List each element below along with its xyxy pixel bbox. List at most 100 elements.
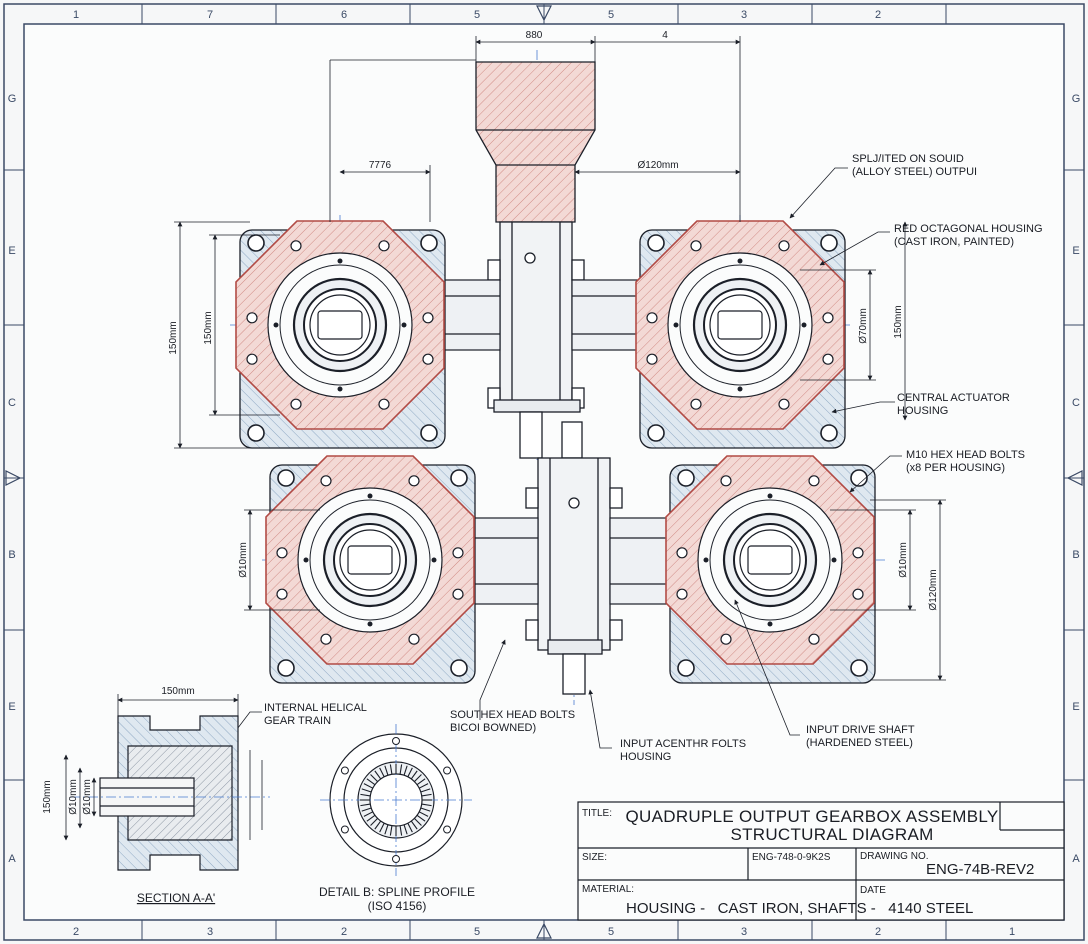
flange-ring: [679, 264, 801, 386]
spline-tooth: [374, 820, 382, 830]
flange-hole: [340, 766, 349, 775]
zone-right-1: G: [1072, 93, 1081, 105]
base-bolt: [647, 234, 665, 252]
zone-left-5: E: [8, 701, 15, 713]
gearbox-unit-top-left: [235, 220, 446, 449]
date-label: DATE: [860, 885, 886, 896]
gearbox-unit-bottom-left: [265, 455, 476, 684]
zone-top-4: 5: [474, 9, 480, 21]
dim-lower-right-dia: Ø10mm: [898, 542, 909, 578]
base-bolt: [277, 469, 295, 487]
keyway: [347, 545, 393, 575]
housing-bolt: [822, 353, 834, 365]
keyway: [717, 310, 763, 340]
base-bolt: [820, 424, 838, 442]
zone-bottom-2: 3: [207, 926, 213, 938]
housing-bolt: [378, 240, 390, 252]
dimension-lines: [174, 36, 946, 681]
title-block: [577, 801, 1065, 921]
callout-input-shaft-2: (HARDENED STEEL): [806, 737, 913, 749]
spline-tooth: [413, 774, 422, 783]
spline-tooth: [403, 824, 408, 835]
zone-top-6: 3: [741, 9, 747, 21]
zone-left-4: B: [8, 549, 15, 561]
flange-dot: [337, 258, 343, 264]
section-h3-dim: Ø10mm: [82, 779, 93, 815]
flange-ring: [309, 499, 431, 621]
flange-dot: [737, 386, 743, 392]
spline-tooth: [366, 778, 376, 786]
spline-tooth: [374, 770, 382, 780]
drawing-title-line2: STRUCTURAL DIAGRAM: [730, 825, 933, 844]
dim-left-inner: 150mm: [203, 311, 214, 344]
zone-right-5: E: [1072, 701, 1079, 713]
keyway: [747, 545, 793, 575]
callout-housing-2: (CAST IRON, PAINTED): [894, 236, 1014, 248]
zone-left-3: C: [8, 397, 16, 409]
material-label: MATERIAL:: [582, 884, 634, 895]
housing-bolt: [852, 547, 864, 559]
spline-tooth: [366, 814, 376, 822]
housing-bolt: [676, 547, 688, 559]
flange-dot: [431, 557, 437, 563]
gearbox-units: [235, 220, 876, 684]
spline-tooth: [361, 788, 372, 793]
spline-tooth: [384, 765, 389, 776]
spline-tooth: [363, 811, 374, 817]
spline-tooth: [416, 814, 426, 822]
callout-head-bolts-1: SOUTHEX HEAD BOLTS: [450, 709, 575, 721]
zone-top-7: 2: [875, 9, 881, 21]
housing-bolt: [378, 398, 390, 410]
housing-bolt: [808, 633, 820, 645]
housing-bolt: [290, 240, 302, 252]
callout-head-bolts-2: BICOI BOWNED): [450, 722, 536, 734]
housing-bolt: [676, 588, 688, 600]
title-block-texts: TITLE: QUADRUPLE OUTPUT GEARBOX ASSEMBLY…: [582, 807, 1034, 917]
zone-right-4: B: [1072, 549, 1079, 561]
housing-bolt: [690, 398, 702, 410]
spline-tooth: [399, 764, 403, 775]
spline-tooth: [370, 817, 379, 826]
spline-tooth: [403, 765, 408, 776]
callout-actuator-1: CENTRAL ACTUATOR: [897, 392, 1010, 404]
housing-bolt: [852, 588, 864, 600]
dim-right-upper-dia: Ø70mm: [858, 308, 869, 344]
spline-tooth: [379, 822, 385, 833]
flange-dot: [367, 621, 373, 627]
spline-tooth: [418, 811, 429, 817]
flange-dot: [831, 557, 837, 563]
spline-tooth: [421, 793, 432, 797]
zone-bottom-5: 5: [608, 926, 614, 938]
base-bolt: [450, 659, 468, 677]
central-actuator-housing: [525, 457, 623, 695]
material-value: HOUSING - CAST IRON, SHAFTS - 4140 STEEL: [626, 900, 973, 917]
housing-bolt: [646, 312, 658, 324]
flange-dot: [367, 493, 373, 499]
zone-top-5: 5: [608, 9, 614, 21]
drawing-title-line1: QUADRUPLE OUTPUT GEARBOX ASSEMBLY: [626, 807, 999, 826]
spline-tooth: [370, 774, 379, 783]
housing-bolt: [452, 588, 464, 600]
base-bolt: [850, 659, 868, 677]
flange-dot: [767, 493, 773, 499]
size-label: SIZE:: [582, 852, 607, 863]
gearbox-unit-bottom-right: [665, 455, 876, 684]
spline-tooth: [384, 824, 389, 835]
detail-b-spline-profile: [320, 724, 472, 876]
base-bolt: [420, 234, 438, 252]
base-bolt: [677, 659, 695, 677]
spline-tooth: [363, 783, 374, 789]
dim-top-left: 880: [526, 30, 543, 41]
base-bolt: [820, 234, 838, 252]
callout-output-shaft-1: SPLJ/ITED ON SOUID: [852, 153, 964, 165]
callout-output-shaft-2: (ALLOY STEEL) OUTPUI: [852, 166, 977, 178]
housing-bolt: [408, 475, 420, 487]
part-code: ENG-748-0-9K2S: [752, 852, 831, 863]
flange-dot: [337, 386, 343, 392]
housing-bolt: [422, 312, 434, 324]
housing-bolt: [452, 547, 464, 559]
spline-tooth: [407, 822, 413, 833]
housing-bolt: [422, 353, 434, 365]
spline-tooth: [389, 764, 393, 775]
spline-tooth: [360, 793, 371, 797]
